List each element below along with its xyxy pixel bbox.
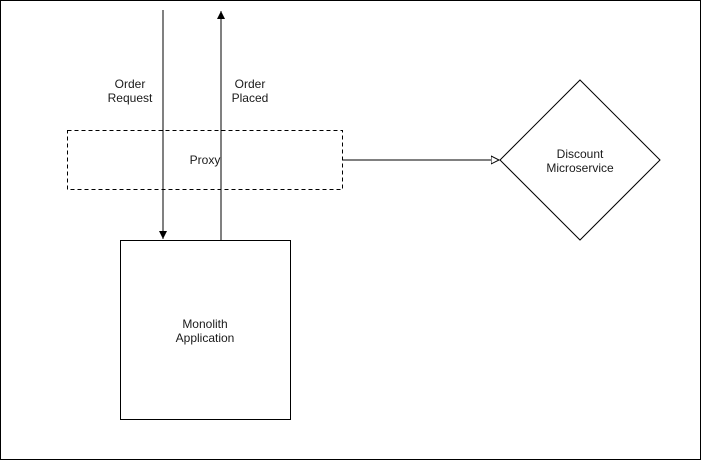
discount-label-line1: Discount [557, 147, 604, 161]
monolith-application-box [120, 240, 291, 420]
discount-microservice-shape [499, 79, 661, 241]
proxy-label: Proxy [190, 153, 221, 167]
order-request-label-line2: Request [108, 91, 153, 105]
monolith-label-line2: Application [176, 331, 235, 345]
monolith-label-line1: Monolith [182, 317, 227, 331]
order-placed-label-line2: Placed [232, 91, 269, 105]
proxy-box [67, 130, 343, 190]
order-placed-label-line1: Order [235, 77, 266, 91]
discount-label-line2: Microservice [546, 161, 614, 175]
order-request-label-line1: Order [115, 77, 146, 91]
